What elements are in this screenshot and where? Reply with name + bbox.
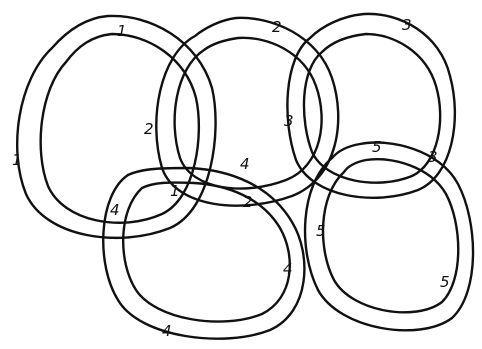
ring-3 bbox=[287, 14, 454, 198]
ring-5-label-top: 5 bbox=[372, 138, 382, 156]
ring-4 bbox=[103, 168, 304, 339]
ring-1-label-right: 1 bbox=[170, 182, 180, 200]
ring-1-label-top: 1 bbox=[117, 22, 127, 40]
ring-2-label-left: 2 bbox=[144, 120, 154, 138]
ring-labels: 1 1 1 2 2 2 3 3 3 4 4 4 4 5 5 5 bbox=[12, 16, 450, 340]
ring-2 bbox=[156, 18, 338, 206]
ring-4-label-left: 4 bbox=[110, 201, 120, 219]
ring-2-label-top: 2 bbox=[272, 18, 282, 36]
ring-4-label-top: 4 bbox=[240, 155, 250, 173]
ring-4-label-right: 4 bbox=[283, 260, 293, 278]
ring-5-label-left: 5 bbox=[316, 222, 326, 240]
ring-4-label-bottom: 4 bbox=[162, 322, 172, 340]
ring-2-label-bottom: 2 bbox=[243, 193, 253, 211]
ring-3-label-right: 3 bbox=[428, 148, 438, 166]
ring-3-label-top: 3 bbox=[402, 16, 412, 34]
ring-1-label-left: 1 bbox=[12, 151, 22, 169]
ring-3-label-left: 3 bbox=[284, 112, 294, 130]
ring-5-label-right: 5 bbox=[440, 273, 450, 291]
